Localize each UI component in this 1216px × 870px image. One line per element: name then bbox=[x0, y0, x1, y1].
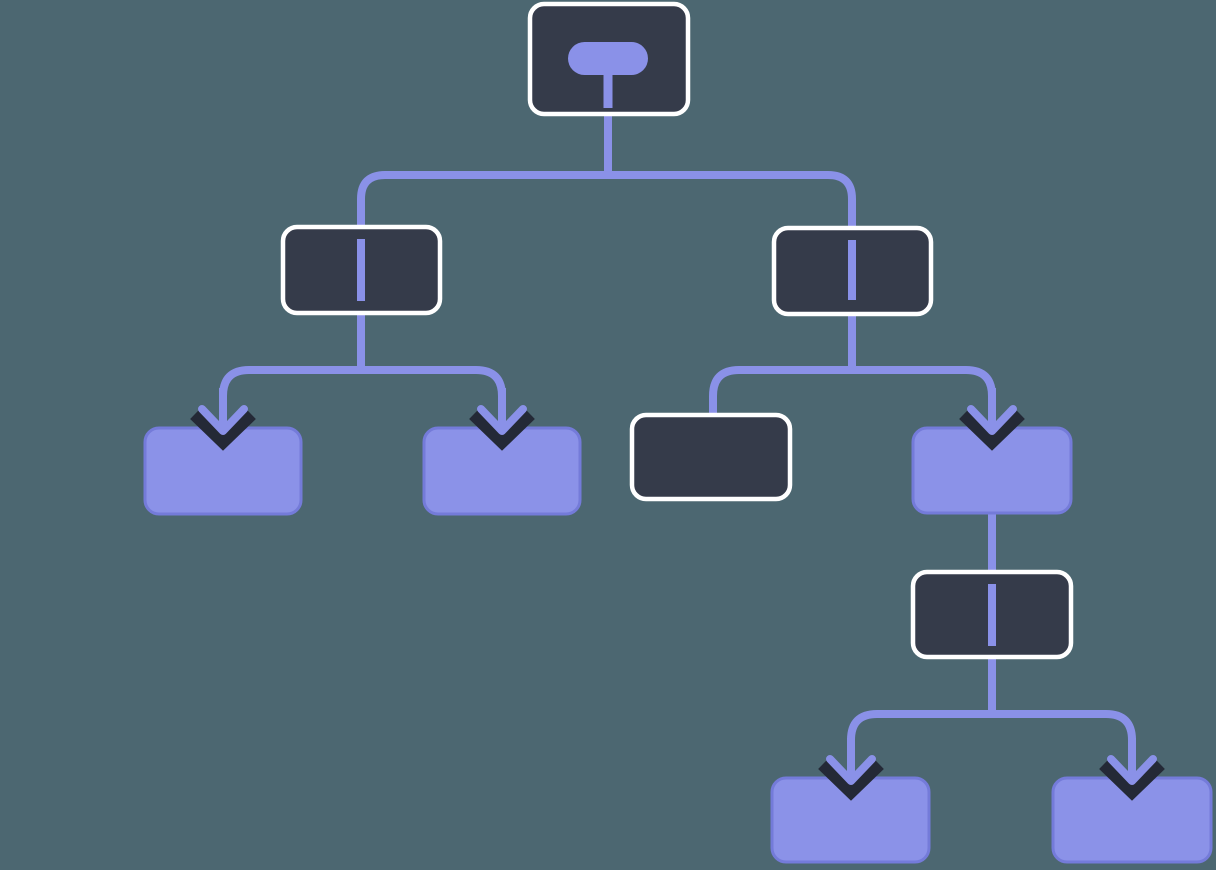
arrow-purple-chevron-icon bbox=[1107, 755, 1157, 785]
arrow-dark-chevron-icon bbox=[190, 408, 256, 451]
edge-connector-tier2-right-rail bbox=[709, 366, 996, 416]
arrow-purple-chevron-icon bbox=[826, 755, 876, 785]
arrow-purple-chevron-icon bbox=[967, 405, 1017, 435]
arrow-purple-chevron-icon bbox=[198, 405, 248, 435]
root-pill-glyph bbox=[568, 42, 648, 75]
arrow-dark-chevron-icon bbox=[1099, 758, 1165, 801]
arrow-marker bbox=[469, 388, 535, 451]
edge-connector-tier2-left-rail bbox=[219, 366, 506, 414]
edge-connector-tier3-rail bbox=[847, 710, 1136, 764]
arrow-marker bbox=[190, 388, 256, 451]
edge-connector-tier1-rail bbox=[357, 171, 856, 230]
arrow-purple-chevron-icon bbox=[477, 405, 527, 435]
arrow-marker bbox=[1099, 738, 1165, 801]
arrow-dark-chevron-icon bbox=[469, 408, 535, 451]
node-leaf-3[interactable] bbox=[629, 412, 793, 502]
root-pill-stem bbox=[603, 72, 613, 108]
arrow-marker bbox=[959, 388, 1025, 451]
arrow-dark-chevron-icon bbox=[959, 408, 1025, 451]
arrow-dark-chevron-icon bbox=[818, 758, 884, 801]
arrow-marker bbox=[818, 738, 884, 801]
